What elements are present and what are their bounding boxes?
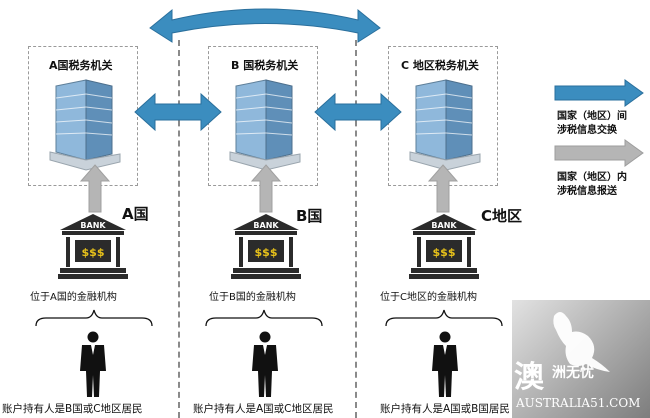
watermark-url: AUSTRALIA51.COM: [516, 396, 641, 410]
legend-exchange-line1: 国家（地区）间: [557, 111, 627, 122]
separator-line: [355, 40, 357, 418]
bank-icon: BANK $$$: [58, 214, 128, 279]
bank-icon: BANK $$$: [231, 214, 301, 279]
country-label-b: B国: [296, 207, 323, 225]
watermark-big-char: 澳: [514, 360, 544, 395]
account-holder-label-c: 账户持有人是A国或B国居民: [380, 403, 510, 415]
institution-label-a: 位于A国的金融机构: [30, 292, 117, 303]
building-icon: [409, 79, 481, 171]
authority-box-a: A国税务机关: [28, 46, 138, 186]
exchange-arrow-a-b: [134, 92, 222, 132]
country-label-c: C地区: [481, 207, 523, 225]
institution-label-b: 位于B国的金融机构: [209, 292, 296, 303]
legend-exchange-arrow: [554, 79, 644, 107]
watermark: 澳 洲无忧 AUSTRALIA51.COM: [512, 300, 650, 418]
authority-title-b: B 国税务机关: [231, 59, 299, 72]
bank-money-text: $$$: [255, 246, 278, 259]
brace: [35, 309, 153, 327]
institution-label-c: 位于C地区的金融机构: [380, 292, 477, 303]
building-icon: [229, 79, 301, 171]
bank-sign-text: BANK: [80, 221, 106, 230]
legend-report-line2: 涉税信息报送: [557, 186, 617, 197]
person-icon: [80, 331, 106, 397]
bank-money-text: $$$: [82, 246, 105, 259]
bank-money-text: $$$: [433, 246, 456, 259]
legend-exchange-line2: 涉税信息交换: [557, 125, 617, 136]
brace: [385, 309, 503, 327]
bank-sign-text: BANK: [253, 221, 279, 230]
legend-report-text: 国家（地区）内 涉税信息报送: [557, 171, 627, 199]
brace: [205, 309, 323, 327]
building-icon: [49, 79, 121, 171]
authority-title-c: C 地区税务机关: [401, 59, 479, 72]
account-holder-label-b: 账户持有人是A国或C地区居民: [193, 403, 334, 415]
watermark-small-text: 洲无忧: [552, 365, 594, 381]
exchange-arc-arrow-a-c: [149, 8, 381, 43]
report-arrow-b: [250, 164, 282, 213]
country-label-a: A国: [122, 205, 149, 223]
authority-title-a: A国税务机关: [49, 59, 113, 72]
report-arrow-c: [427, 164, 459, 213]
person-icon: [252, 331, 278, 397]
bank-icon: BANK $$$: [409, 214, 479, 279]
separator-line: [178, 40, 180, 418]
report-arrow-a: [79, 164, 111, 213]
legend-report-arrow: [554, 139, 644, 167]
legend-exchange-text: 国家（地区）间 涉税信息交换: [557, 110, 627, 138]
person-icon: [432, 331, 458, 397]
bank-sign-text: BANK: [431, 221, 457, 230]
legend-report-line1: 国家（地区）内: [557, 172, 627, 183]
exchange-arrow-b-c: [314, 92, 402, 132]
kangaroo-logo-icon: [553, 312, 610, 372]
account-holder-label-a: 账户持有人是B国或C地区居民: [2, 403, 143, 415]
